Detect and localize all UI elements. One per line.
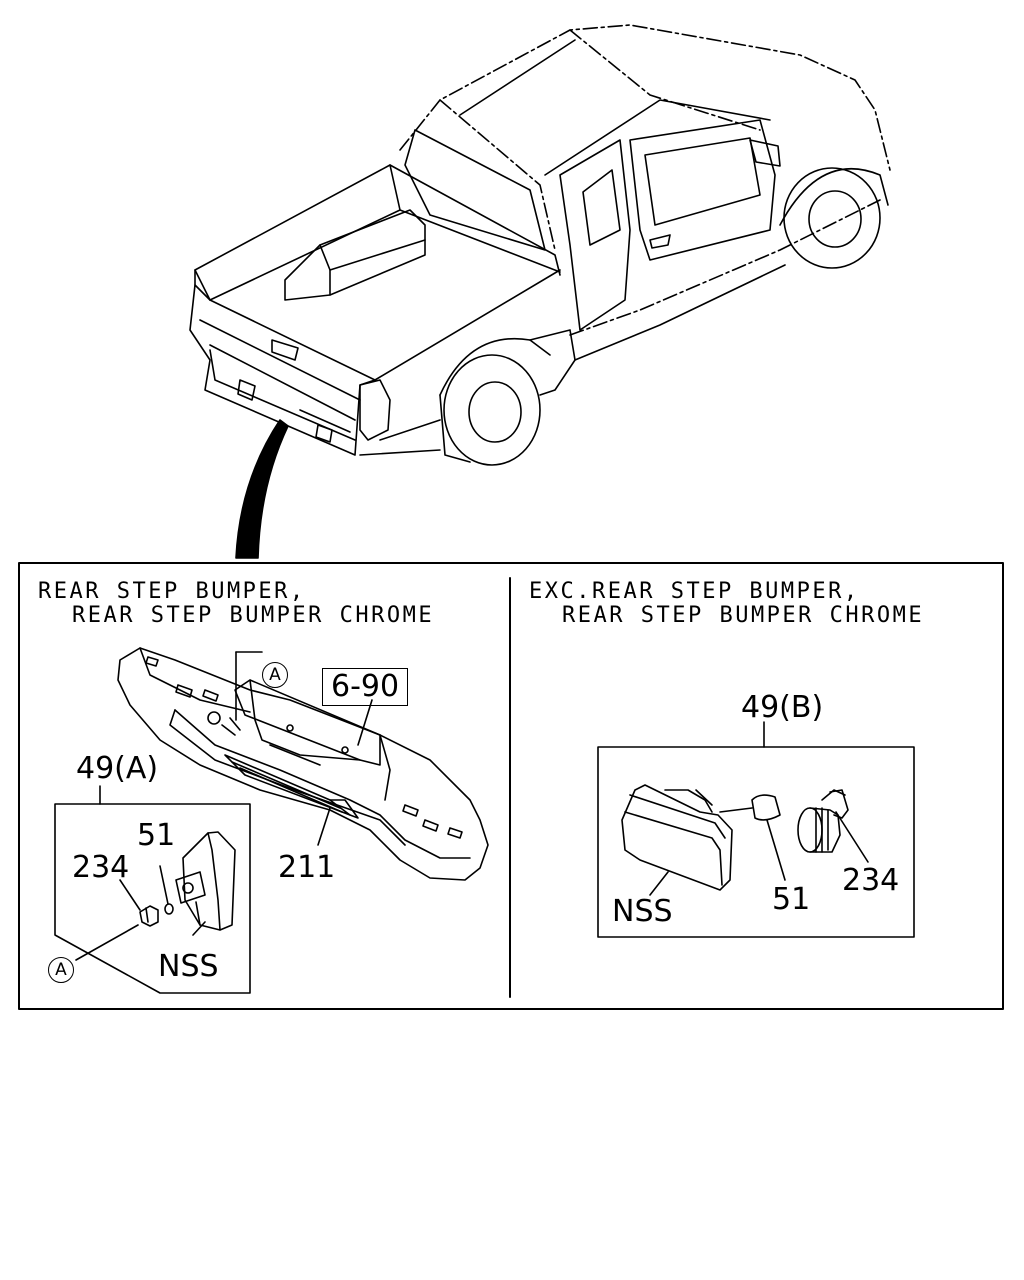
label-211: 211 — [278, 850, 336, 885]
lamp-assembly-a-detail — [55, 804, 250, 993]
right-header-line1: EXC.REAR STEP BUMPER, — [529, 579, 860, 604]
label-nss-left: NSS — [158, 949, 219, 984]
label-51-left: 51 — [137, 818, 176, 853]
rear-step-bumper-drawing — [100, 648, 488, 880]
pickup-truck-illustration — [190, 25, 890, 558]
label-51-right: 51 — [772, 882, 811, 917]
label-49a: 49(A) — [76, 751, 159, 786]
label-234-right: 234 — [842, 863, 900, 898]
left-header-line1: REAR STEP BUMPER, — [38, 579, 306, 604]
ref-box-6-90: 6-90 — [322, 668, 409, 706]
callout-a-bottom: A — [48, 957, 74, 983]
left-header-line2: REAR STEP BUMPER CHROME — [72, 603, 435, 628]
label-49b: 49(B) — [741, 690, 824, 725]
right-header-line2: REAR STEP BUMPER CHROME — [562, 603, 925, 628]
label-nss-right: NSS — [612, 894, 673, 929]
diagram-frame — [19, 563, 1003, 1009]
label-234-left: 234 — [72, 850, 130, 885]
callout-a-top: A — [262, 662, 288, 688]
lamp-assembly-b-detail — [598, 722, 914, 937]
